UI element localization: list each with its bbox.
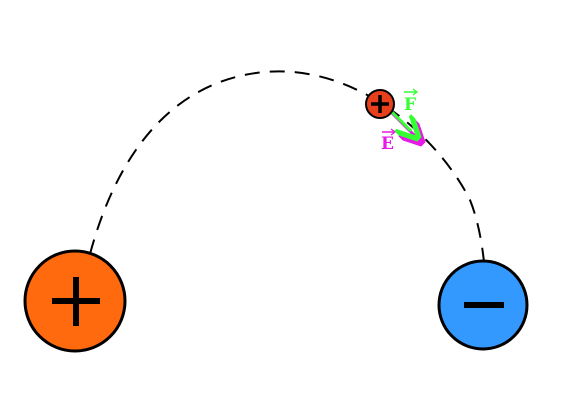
field-line [89,70,485,263]
positive-charge [23,249,127,353]
force-vector-label: F [404,95,416,115]
force-vector: F [388,88,419,131]
test-charge [365,89,395,119]
test-charge-plus-icon [371,95,389,113]
plus-icon [52,277,100,326]
field-vector-label: E [381,134,394,154]
negative-charge [437,259,529,351]
force-vector-arrow-accent-head [412,88,419,96]
